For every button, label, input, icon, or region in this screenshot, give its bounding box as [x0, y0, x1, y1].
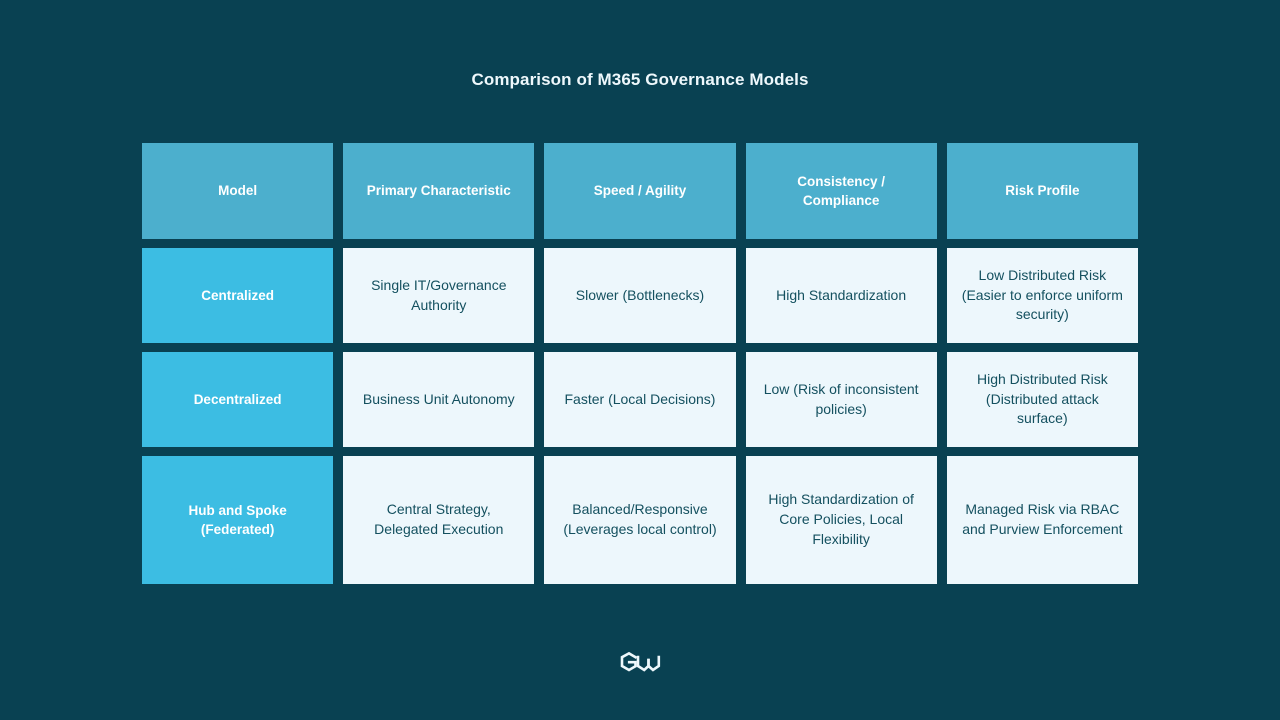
comparison-table: Model Primary Characteristic Speed / Agi… [142, 143, 1138, 584]
cell-primary-characteristic-centralized: Single IT/Governance Authority [343, 248, 535, 343]
column-header-speed-agility: Speed / Agility [544, 143, 736, 239]
cell-primary-characteristic-hub-and-spoke: Central Strategy, Delegated Execution [343, 456, 535, 584]
cell-model-decentralized: Decentralized [142, 352, 334, 447]
gw-monogram-logo-icon [617, 651, 663, 685]
column-header-model: Model [142, 143, 334, 239]
cell-consistency-compliance-decentralized: Low (Risk of inconsistent policies) [745, 352, 937, 447]
cell-speed-agility-centralized: Slower (Bottlenecks) [544, 248, 736, 343]
column-header-risk-profile: Risk Profile [946, 143, 1138, 239]
table-header-row: Model Primary Characteristic Speed / Agi… [142, 143, 1138, 239]
cell-consistency-compliance-centralized: High Standardization [745, 248, 937, 343]
table-row: Decentralized Business Unit Autonomy Fas… [142, 352, 1138, 447]
table-row: Hub and Spoke (Federated) Central Strate… [142, 456, 1138, 584]
cell-model-centralized: Centralized [142, 248, 334, 343]
cell-risk-profile-centralized: Low Distributed Risk (Easier to enforce … [946, 248, 1138, 343]
table-row: Centralized Single IT/Governance Authori… [142, 248, 1138, 343]
cell-risk-profile-decentralized: High Distributed Risk (Distributed attac… [946, 352, 1138, 447]
cell-model-hub-and-spoke: Hub and Spoke (Federated) [142, 456, 334, 584]
cell-speed-agility-decentralized: Faster (Local Decisions) [544, 352, 736, 447]
column-header-primary-characteristic: Primary Characteristic [343, 143, 535, 239]
page-title: Comparison of M365 Governance Models [471, 70, 809, 89]
cell-consistency-compliance-hub-and-spoke: High Standardization of Core Policies, L… [745, 456, 937, 584]
cell-primary-characteristic-decentralized: Business Unit Autonomy [343, 352, 535, 447]
column-header-consistency-compliance: Consistency / Compliance [745, 143, 937, 239]
cell-speed-agility-hub-and-spoke: Balanced/Responsive (Leverages local con… [544, 456, 736, 584]
cell-risk-profile-hub-and-spoke: Managed Risk via RBAC and Purview Enforc… [946, 456, 1138, 584]
